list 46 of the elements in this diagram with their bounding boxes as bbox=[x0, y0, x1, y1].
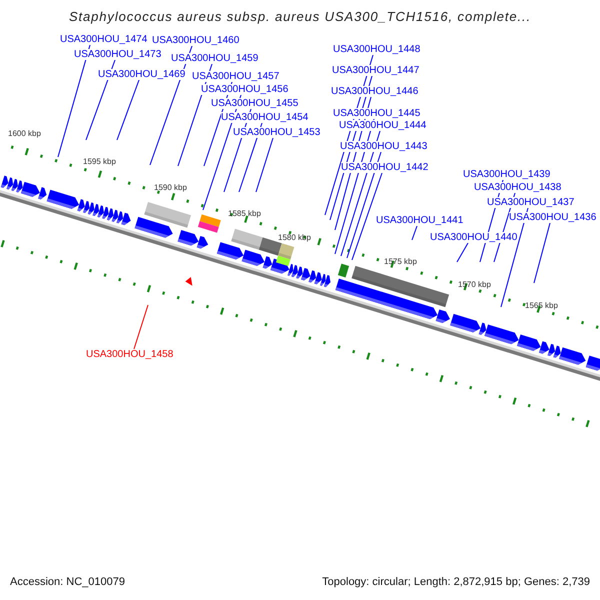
gene-label: USA300HOU_1457 bbox=[192, 71, 280, 82]
scale-label: 1575 kbp bbox=[384, 257, 417, 267]
gene-label: USA300HOU_1444 bbox=[339, 120, 426, 131]
gene-label: USA300HOU_1474 bbox=[60, 34, 148, 45]
gene-label: USA300HOU_1440 bbox=[430, 232, 518, 243]
gene-label: USA300HOU_1473 bbox=[74, 49, 162, 60]
leader-line bbox=[58, 44, 90, 158]
gene-label: USA300HOU_1436 bbox=[509, 212, 596, 223]
leader-line bbox=[352, 172, 382, 260]
gene-label: USA300HOU_1460 bbox=[152, 35, 240, 46]
gene-label: USA300HOU_1456 bbox=[201, 84, 288, 95]
gene-label: USA300HOU_1469 bbox=[98, 69, 186, 80]
scale-label: 1565 kbp bbox=[525, 301, 558, 311]
leader-line bbox=[534, 222, 550, 284]
gene-label: USA300HOU_1438 bbox=[474, 182, 562, 193]
leader-line bbox=[346, 152, 382, 258]
scale-label: 1585 kbp bbox=[228, 209, 261, 219]
leader-line bbox=[256, 138, 274, 192]
gene-label: USA300HOU_1448 bbox=[333, 44, 420, 55]
leader-line bbox=[500, 208, 528, 308]
leader-line bbox=[412, 226, 418, 240]
gene-label: USA300HOU_1445 bbox=[333, 108, 420, 119]
leader-line bbox=[134, 304, 148, 350]
gene-label: USA300HOU_1437 bbox=[487, 197, 574, 208]
gene-label: USA300HOU_1453 bbox=[233, 127, 320, 138]
gene-label: USA300HOU_1459 bbox=[171, 53, 258, 64]
gene-label: USA300HOU_1446 bbox=[331, 86, 418, 97]
leader-line bbox=[86, 60, 116, 140]
scale-label: 1600 kbp bbox=[8, 129, 41, 139]
gene-label: USA300HOU_1439 bbox=[463, 169, 550, 180]
gene-label: USA300HOU_1454 bbox=[221, 112, 308, 123]
gene-label: USA300HOU_1443 bbox=[340, 141, 428, 152]
scale-label: 1570 kbp bbox=[458, 280, 491, 290]
title: Staphylococcus aureus subsp. aureus USA300_TCH1516, complete... bbox=[68, 9, 532, 24]
leader-line bbox=[456, 242, 468, 262]
scale-label: 1580 kbp bbox=[278, 233, 311, 243]
footer-text: Topology: circular; Length: 2,872,915 bp; Genes: 2,739 bbox=[322, 576, 590, 589]
scale-label: 1595 kbp bbox=[83, 157, 116, 167]
gene-label: USA300HOU_1447 bbox=[332, 65, 420, 76]
footer-text: Accession: NC_010079 bbox=[10, 576, 125, 589]
gene-label: USA300HOU_1441 bbox=[376, 215, 464, 226]
gene-label: USA300HOU_1458 bbox=[86, 349, 174, 360]
leader-line bbox=[116, 80, 140, 140]
scale-label: 1590 kbp bbox=[154, 183, 187, 193]
gene-label: USA300HOU_1442 bbox=[341, 162, 428, 173]
gene-label: USA300HOU_1455 bbox=[211, 98, 298, 109]
